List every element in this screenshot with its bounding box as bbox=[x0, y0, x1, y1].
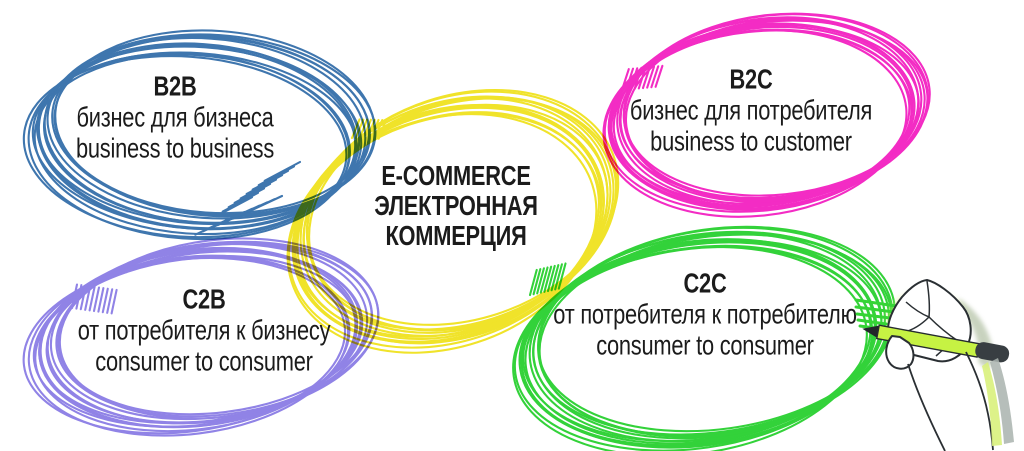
c2b-line-en: consumer to consumer bbox=[95, 345, 313, 377]
b2c-circle bbox=[602, 12, 931, 218]
c2b-circle bbox=[22, 237, 380, 437]
b2b-title: B2B bbox=[153, 70, 197, 102]
b2b-line-ru: бизнес для бизнеса bbox=[76, 101, 274, 133]
wrist-shadow-strip bbox=[990, 358, 1014, 444]
pencil-tip bbox=[862, 325, 881, 339]
pencil-cap bbox=[975, 342, 1010, 363]
b2c-line-en: business to customer bbox=[650, 125, 852, 157]
pencil-icon bbox=[862, 324, 1010, 363]
ecommerce-line-1: E-COMMERCE bbox=[381, 160, 531, 191]
c2c-line-en: consumer to consumer bbox=[596, 329, 814, 361]
c2c-line-ru: от потребителя к потребителю bbox=[553, 298, 857, 330]
thumb bbox=[885, 335, 915, 370]
wrist-outline bbox=[907, 351, 994, 451]
c2b-label: C2B от потребителя к бизнесу consumer to… bbox=[78, 284, 331, 377]
hand-with-pencil-icon bbox=[854, 279, 1014, 451]
ecommerce-label: E-COMMERCE ЭЛЕКТРОННАЯ КОММЕРЦИЯ bbox=[374, 161, 538, 251]
c2b-title: C2B bbox=[182, 283, 226, 315]
ecommerce-line-2: ЭЛЕКТРОННАЯ bbox=[374, 190, 538, 221]
b2c-line-ru: бизнес для потребителя bbox=[629, 94, 873, 126]
ecommerce-line-3: КОММЕРЦИЯ bbox=[385, 220, 527, 251]
b2c-title: B2C bbox=[729, 63, 773, 95]
b2b-label: B2B бизнес для бизнеса business to busin… bbox=[76, 71, 274, 164]
b2b-line-en: business to business bbox=[75, 132, 275, 164]
wrist-highlight-strip bbox=[982, 362, 1002, 446]
c2c-title: C2C bbox=[683, 267, 727, 299]
b2c-label: B2C бизнес для потребителя business to c… bbox=[630, 64, 872, 157]
c2c-label: C2C от потребителя к потребителю consume… bbox=[553, 267, 857, 361]
c2b-line-ru: от потребителя к бизнесу bbox=[77, 314, 331, 346]
